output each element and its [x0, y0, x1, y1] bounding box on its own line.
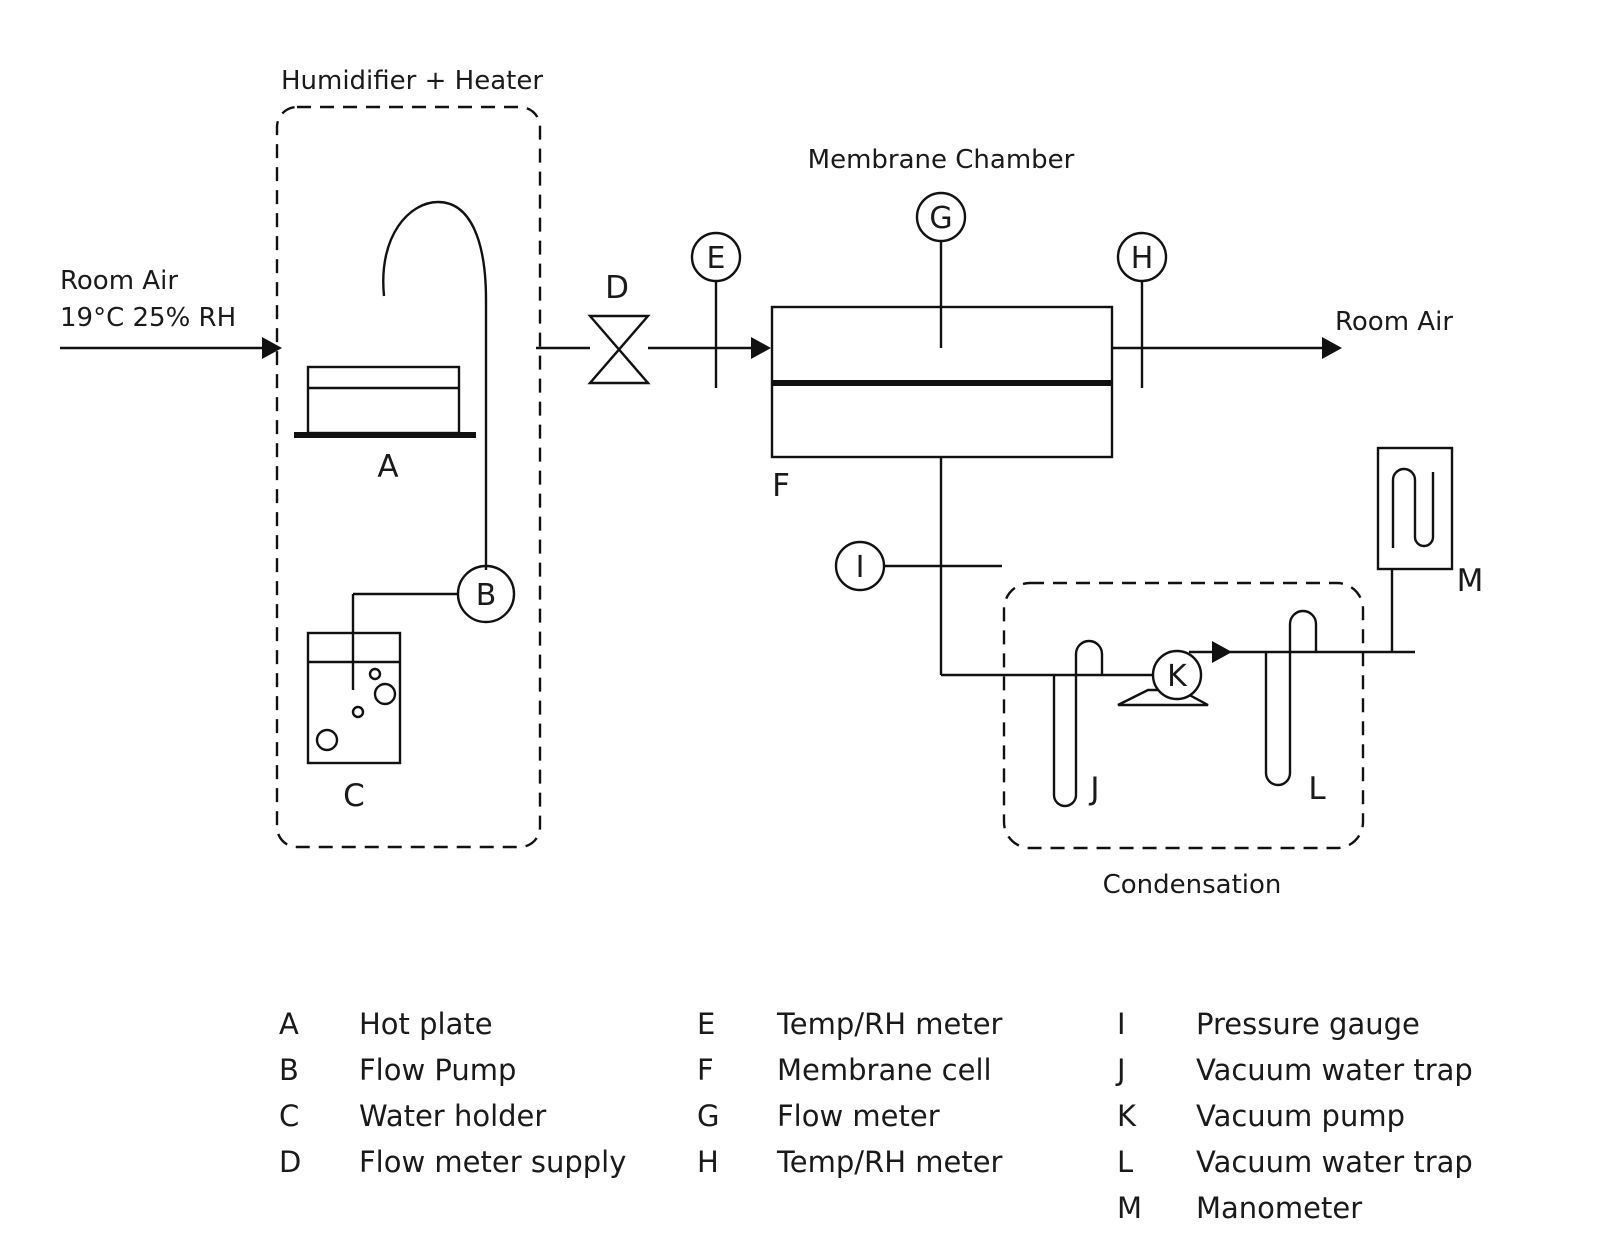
label-D: D [605, 270, 629, 306]
condensation-group-box [1002, 581, 1365, 850]
label-H: H [1131, 241, 1154, 276]
supply-hose [382, 200, 488, 570]
inlet-conditions: 19°C 25% RH [60, 303, 236, 333]
label-E: E [707, 241, 726, 276]
chamber-group-title: Membrane Chamber [808, 145, 1075, 175]
outlet-label: Room Air [1335, 307, 1453, 337]
manometer-M [1376, 446, 1454, 571]
water-holder-C [306, 631, 402, 765]
label-M: M [1457, 563, 1484, 599]
label-F: F [772, 468, 790, 504]
label-C: C [343, 778, 365, 814]
outlet-arrow-head [1322, 337, 1342, 359]
humidifier-group-title: Humidifier + Heater [281, 66, 543, 96]
label-B: B [476, 578, 497, 613]
humidifier-group-box [275, 105, 542, 849]
chamber-inlet-arrow-head [751, 337, 771, 359]
vacuum-water-trap-L [1264, 609, 1318, 787]
hot-plate-A [294, 365, 476, 438]
label-A: A [377, 449, 398, 485]
vacuum-water-trap-J [1052, 639, 1104, 808]
manometer-tube [1391, 467, 1435, 548]
label-L: L [1308, 771, 1326, 807]
label-K: K [1167, 659, 1188, 694]
inlet-label: Room Air [60, 266, 178, 296]
pump-discharge-arrow-head [1212, 641, 1232, 663]
valve-D [587, 314, 651, 385]
condensation-group-title: Condensation [1103, 870, 1282, 900]
label-G: G [929, 201, 952, 236]
label-I: I [856, 550, 865, 585]
label-J: J [1088, 771, 1099, 807]
inlet-arrow-head [262, 337, 282, 359]
vacuum-pump-K [1117, 649, 1209, 707]
